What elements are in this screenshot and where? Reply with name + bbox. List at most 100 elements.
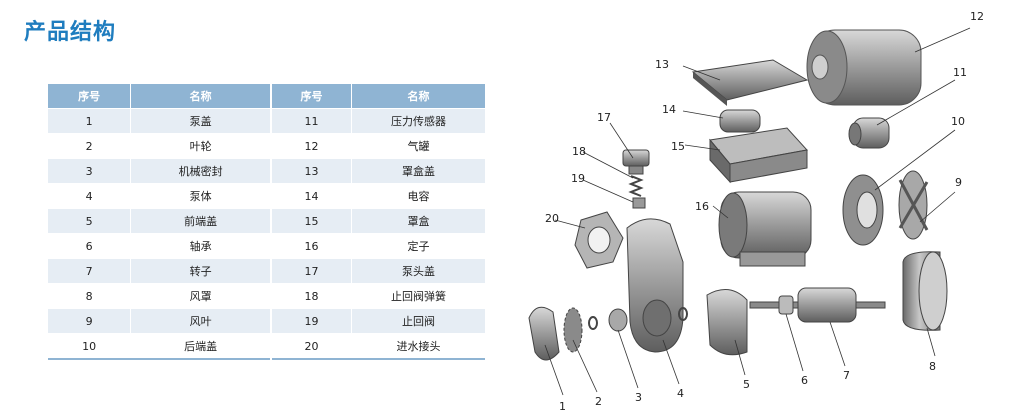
callout-17: 17 xyxy=(597,111,611,124)
part-name: 泵头盖 xyxy=(351,258,485,284)
header-name: 名称 xyxy=(130,84,270,109)
callout-11: 11 xyxy=(953,66,967,79)
callout-20: 20 xyxy=(545,212,559,225)
part-name: 转子 xyxy=(130,258,270,284)
callout-1: 1 xyxy=(559,400,566,413)
part-7-rotor-shaft xyxy=(749,287,886,323)
callout-3: 3 xyxy=(635,391,642,404)
part-number: 18 xyxy=(272,283,352,309)
part-name: 泵盖 xyxy=(130,108,270,134)
part-name: 风罩 xyxy=(130,283,270,309)
part-12-tank xyxy=(806,29,922,106)
part-5-front-end-cover xyxy=(706,289,748,356)
part-6-bearing xyxy=(778,295,794,315)
exploded-pump-diagram: 1 2 3 4 5 6 7 8 9 10 11 12 13 14 15 16 1… xyxy=(528,10,984,413)
part-name: 罩盒盖 xyxy=(351,158,485,184)
part-number: 15 xyxy=(272,208,352,234)
leader-lines xyxy=(544,27,971,396)
callout-18: 18 xyxy=(572,145,586,158)
part-name: 进水接头 xyxy=(351,333,485,360)
callout-6: 6 xyxy=(801,374,808,387)
part-number: 4 xyxy=(48,183,132,209)
part-name: 止回阀 xyxy=(351,308,485,334)
part-14-capacitor xyxy=(719,109,761,133)
part-19-check-valve xyxy=(632,197,646,209)
part-4-pump-body xyxy=(626,218,684,353)
header-name: 名称 xyxy=(351,84,485,109)
part-number: 13 xyxy=(272,158,352,184)
part-name: 叶轮 xyxy=(130,133,270,159)
part-number: 6 xyxy=(48,233,132,259)
callout-9: 9 xyxy=(955,176,962,189)
part-name: 罩盒 xyxy=(351,208,485,234)
part-number: 17 xyxy=(272,258,352,284)
part-number: 11 xyxy=(272,108,352,134)
callout-14: 14 xyxy=(662,103,676,116)
page-title: 产品结构 xyxy=(24,20,117,45)
part-number: 14 xyxy=(272,183,352,209)
part-number: 7 xyxy=(48,258,132,284)
callout-4: 4 xyxy=(677,387,684,400)
part-10-rear-end-cover xyxy=(842,174,884,246)
part-name: 压力传感器 xyxy=(351,108,485,134)
part-15-box xyxy=(709,127,808,184)
header-number: 序号 xyxy=(48,84,132,109)
part-number: 16 xyxy=(272,233,352,259)
callout-7: 7 xyxy=(843,369,850,382)
part-name: 电容 xyxy=(351,183,485,209)
part-name: 定子 xyxy=(351,233,485,259)
part-name: 风叶 xyxy=(130,308,270,334)
callout-10: 10 xyxy=(951,115,965,128)
callout-15: 15 xyxy=(671,140,685,153)
part-number: 5 xyxy=(48,208,132,234)
callout-8: 8 xyxy=(929,360,936,373)
part-number: 2 xyxy=(48,133,132,159)
part-number: 8 xyxy=(48,283,132,309)
part-number: 3 xyxy=(48,158,132,184)
part-2-impeller xyxy=(563,307,583,353)
part-17-pump-head-cover xyxy=(622,149,650,175)
callout-5: 5 xyxy=(743,378,750,391)
part-9-fan xyxy=(898,170,929,240)
part-1-pump-cover xyxy=(528,306,560,361)
part-name: 气罐 xyxy=(351,133,485,159)
part-18-check-valve-spring xyxy=(628,175,644,197)
part-20-inlet-fitting xyxy=(574,211,624,269)
part-number: 10 xyxy=(48,333,132,360)
part-name: 轴承 xyxy=(130,233,270,259)
part-3-mechanical-seal xyxy=(588,307,688,332)
part-name: 止回阀弹簧 xyxy=(351,283,485,309)
callout-13: 13 xyxy=(655,58,669,71)
part-name: 前端盖 xyxy=(130,208,270,234)
callout-12: 12 xyxy=(970,10,984,23)
header-number: 序号 xyxy=(272,84,352,109)
part-number: 12 xyxy=(272,133,352,159)
part-name: 后端盖 xyxy=(130,333,270,360)
part-number: 9 xyxy=(48,308,132,334)
part-13-box-cover xyxy=(691,59,809,106)
callout-2: 2 xyxy=(595,395,602,408)
part-11-pressure-sensor xyxy=(848,117,890,149)
callout-19: 19 xyxy=(571,172,585,185)
